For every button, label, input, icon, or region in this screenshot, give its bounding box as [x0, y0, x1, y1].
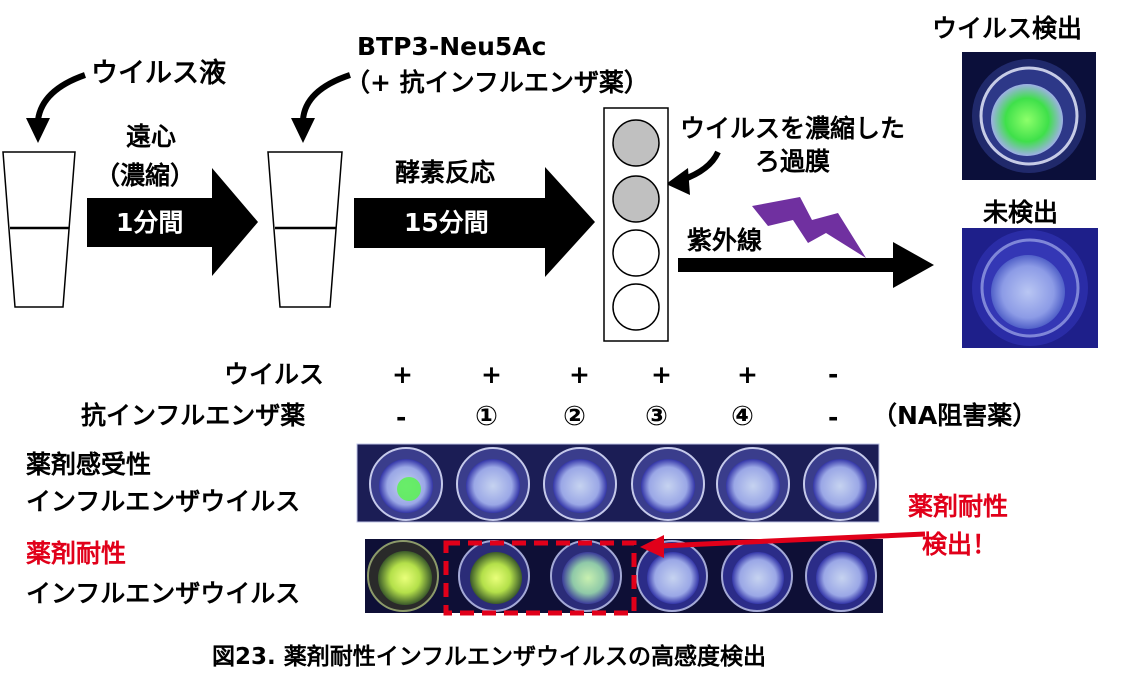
curved-arrow-virus-icon — [26, 72, 86, 143]
row-virus-label: ウイルス — [224, 360, 325, 389]
drug-value-5: ④ — [731, 401, 754, 432]
sensitive-label-line2: インフルエンザウイルス — [26, 487, 301, 516]
resistance-detected-line1: 薬剤耐性 — [908, 492, 1009, 521]
row-drug-label: 抗インフルエンザ薬 — [81, 401, 306, 430]
centrifuge-time-label: 1分間 — [116, 208, 184, 237]
tube-2 — [267, 151, 343, 308]
figure-caption: 図23. 薬剤耐性インフルエンザウイルスの高感度検出 — [212, 644, 767, 670]
sensitive-strip-photo — [356, 443, 880, 523]
resistant-label-line1: 薬剤耐性 — [26, 539, 127, 568]
not-detected-well-photo — [962, 228, 1098, 348]
enzyme-time-label: 15分間 — [404, 208, 489, 237]
filter-membrane-strip — [603, 107, 669, 342]
reagent-drug-label: （+ 抗インフルエンザ薬） — [345, 68, 649, 97]
virus-value-6: - — [828, 360, 839, 389]
membrane-label-line1: ウイルスを濃縮した — [680, 114, 906, 143]
block-arrow-centrifuge-icon — [87, 168, 258, 276]
virus-value-2: + — [481, 360, 502, 389]
uv-lightning-icon — [752, 197, 866, 258]
virus-liquid-label: ウイルス液 — [91, 58, 226, 89]
drug-value-1: - — [396, 403, 407, 432]
drug-value-3: ② — [563, 401, 586, 432]
drug-value-4: ③ — [645, 401, 668, 432]
drug-note-label: （NA阻害薬） — [872, 401, 1038, 430]
drug-value-2: ① — [475, 401, 498, 432]
drug-value-6: - — [828, 403, 839, 432]
uv-arrow-icon — [678, 242, 934, 288]
red-arrow-icon — [640, 531, 926, 558]
detected-well-photo — [962, 52, 1096, 180]
detected-label: ウイルス検出 — [932, 14, 1083, 43]
virus-value-4: + — [651, 360, 672, 389]
curved-arrow-membrane-icon — [666, 150, 721, 195]
uv-light-label: 紫外線 — [687, 226, 763, 255]
virus-value-3: + — [569, 360, 590, 389]
sensitive-label-line1: 薬剤感受性 — [26, 450, 152, 479]
tube-1 — [2, 151, 76, 308]
resistance-detected-line2: 検出！ — [922, 530, 998, 559]
curved-arrow-reagent-icon — [291, 72, 351, 143]
centrifuge-label: 遠心 — [126, 122, 177, 151]
virus-value-1: + — [392, 360, 413, 389]
resistant-strip-photo — [365, 539, 883, 613]
centrifuge-concentrate-label: （濃縮） — [95, 161, 196, 190]
reagent-name-label: BTP3-Neu5Ac — [357, 32, 547, 61]
resistance-highlight-box — [443, 540, 637, 616]
virus-value-5: + — [737, 360, 758, 389]
enzyme-reaction-label: 酵素反応 — [395, 158, 496, 187]
block-arrow-enzyme-icon — [354, 167, 595, 277]
resistant-label-line2: インフルエンザウイルス — [26, 579, 301, 608]
not-detected-label: 未検出 — [983, 198, 1059, 227]
membrane-label-line2: ろ過膜 — [755, 147, 831, 176]
